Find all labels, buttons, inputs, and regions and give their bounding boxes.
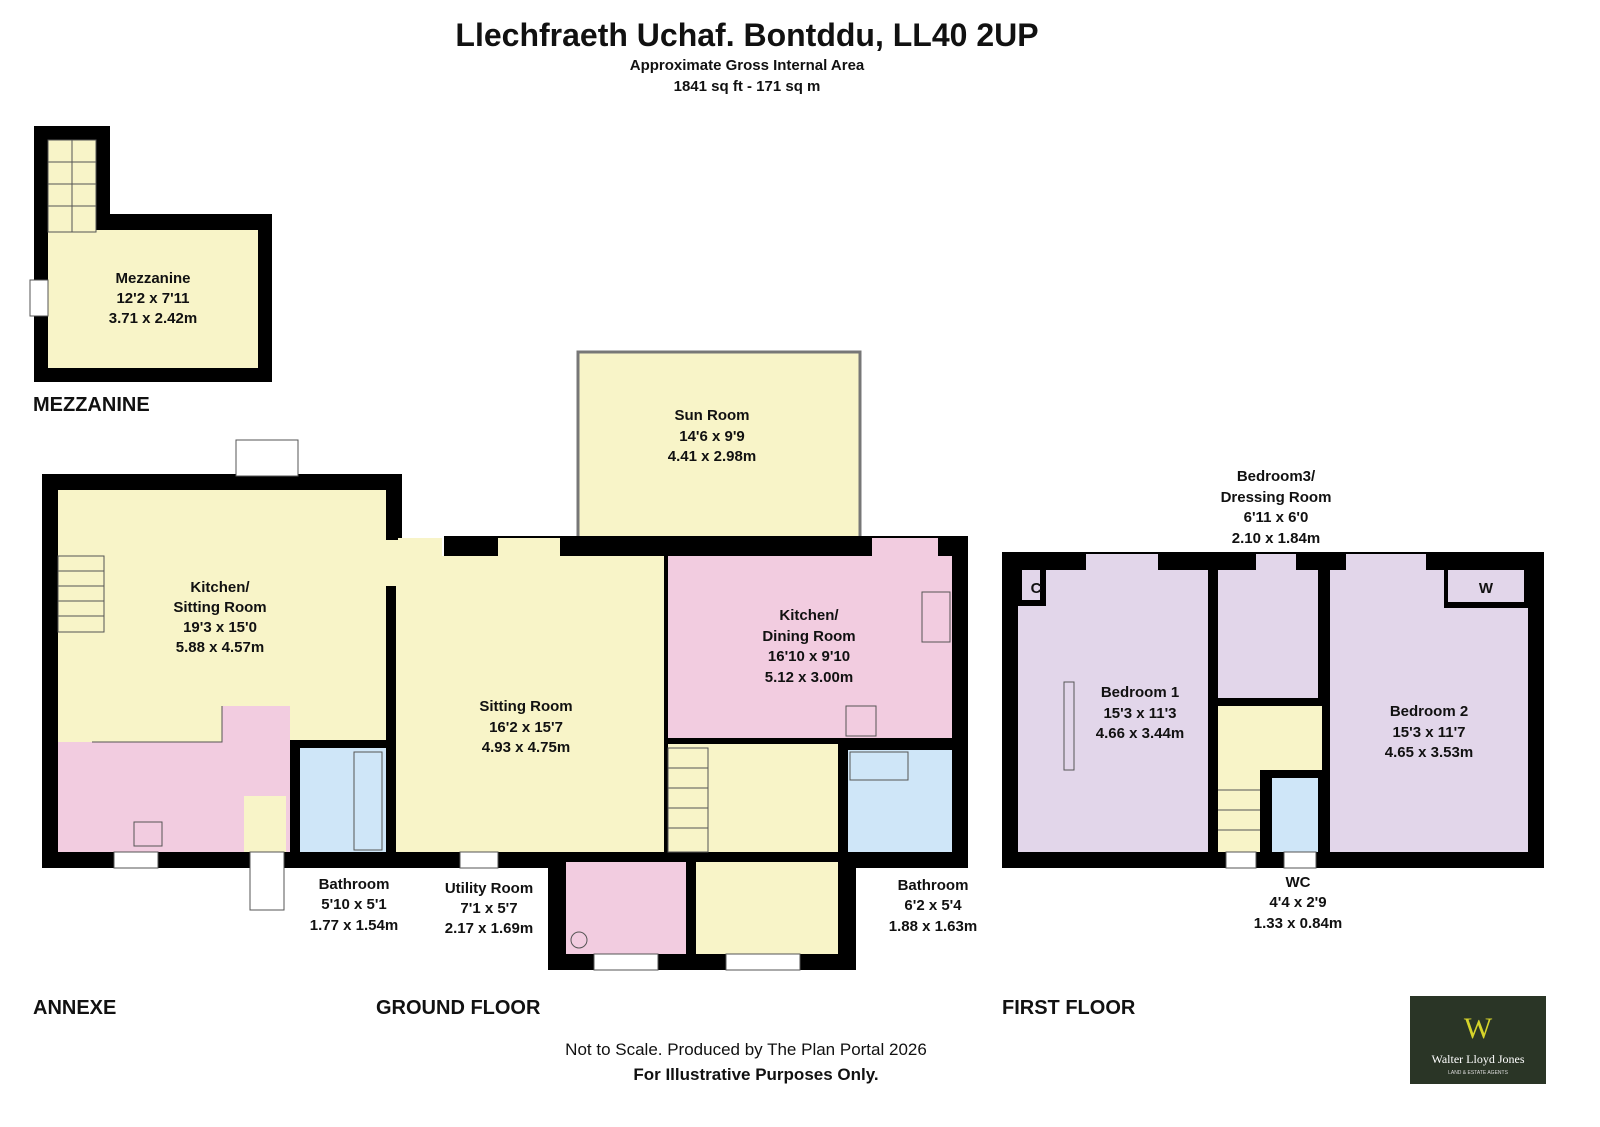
sun-room-metric: 4.41 x 2.98m [668,448,756,465]
hob-icon [845,705,877,737]
bedroom1-metric: 4.66 x 3.44m [1096,725,1184,742]
bedroom3-imperial: 6'11 x 6'0 [1244,509,1309,526]
bath-icon [353,751,383,851]
plan-title: Llechfraeth Uchaf. Bontddu, LL40 2UP [455,17,1038,53]
utility-metric: 2.17 x 1.69m [445,920,533,937]
bath-icon [849,751,909,781]
mezzanine-plan [29,126,272,382]
utility-name: Utility Room [445,880,533,897]
boiler-icon [570,931,588,949]
ground-bathroom-imperial: 6'2 x 5'4 [904,897,962,914]
wc-imperial: 4'4 x 2'9 [1269,894,1326,911]
cupboard-label: C [1031,580,1042,597]
floor-label-first: FIRST FLOOR [1002,997,1136,1019]
floor-label-annexe: ANNEXE [33,997,116,1019]
mezzanine-name: Mezzanine [115,270,190,287]
logo-name: Walter Lloyd Jones [1431,1052,1524,1066]
bedroom3-name-1: Bedroom3/ [1237,468,1316,485]
sitting-room-imperial: 16'2 x 15'7 [489,719,563,736]
annexe-door [249,851,285,911]
ground-floor-plan [386,350,968,971]
wc-metric: 1.33 x 0.84m [1254,915,1342,932]
wardrobe-label: W [1479,580,1494,597]
bedroom3-metric: 2.10 x 1.84m [1232,530,1320,547]
footer-scale-note: Not to Scale. Produced by The Plan Porta… [565,1040,927,1059]
ground-bathroom-name: Bathroom [898,877,969,894]
bedroom2-imperial: 15'3 x 11'7 [1392,724,1465,741]
bedroom2-metric: 4.65 x 3.53m [1385,744,1473,761]
annexe-kitchen-name-2: Sitting Room [173,599,266,616]
bedroom3-name-2: Dressing Room [1221,489,1332,506]
utility-imperial: 7'1 x 5'7 [460,900,517,917]
first-floor-plan [1002,552,1544,869]
agent-logo: W Walter Lloyd Jones LAND & ESTATE AGENT… [1410,996,1546,1084]
floor-label-ground: GROUND FLOOR [376,997,541,1019]
plan-subtitle: Approximate Gross Internal Area [630,57,865,74]
annexe-kitchen-imperial: 19'3 x 15'0 [183,619,257,636]
kitchen-dining-name-2: Dining Room [762,628,855,645]
first-stairs [1218,789,1260,831]
ground-bathroom-metric: 1.88 x 1.63m [889,918,977,935]
logo-tagline: LAND & ESTATE AGENTS [1448,1070,1508,1076]
floor-label-mezzanine: MEZZANINE [33,394,150,416]
sink-icon [921,591,951,643]
mezzanine-imperial: 12'2 x 7'11 [116,290,189,307]
plan-area: 1841 sq ft - 171 sq m [674,78,821,95]
bedroom1-name: Bedroom 1 [1101,684,1179,701]
sun-room-imperial: 14'6 x 9'9 [679,428,745,445]
annexe-bathroom-name: Bathroom [319,876,390,893]
french-doors [235,439,299,477]
annexe-stairs [57,555,105,633]
window [29,279,49,317]
logo-monogram: W [1464,1012,1493,1045]
sitting-room-name: Sitting Room [479,698,572,715]
ground-stairs [667,747,709,853]
mezzanine-metric: 3.71 x 2.42m [109,310,197,327]
kitchen-dining-metric: 5.12 x 3.00m [765,669,853,686]
sun-room-name: Sun Room [675,407,750,424]
wc-name: WC [1286,874,1311,891]
annexe-bathroom-metric: 1.77 x 1.54m [310,917,398,934]
annexe-bathroom-imperial: 5'10 x 5'1 [321,896,387,913]
sitting-room-metric: 4.93 x 4.75m [482,739,570,756]
footer-illustrative-note: For Illustrative Purposes Only. [633,1065,878,1084]
annexe-plan [42,439,402,911]
annexe-kitchen-name-1: Kitchen/ [190,579,250,596]
annexe-kitchen-metric: 5.88 x 4.57m [176,639,264,656]
kitchen-dining-name-1: Kitchen/ [779,607,839,624]
bedroom2-name: Bedroom 2 [1390,703,1468,720]
sink-icon [133,821,163,847]
bedroom1-imperial: 15'3 x 11'3 [1103,705,1176,722]
kitchen-dining-imperial: 16'10 x 9'10 [768,648,850,665]
mezzanine-stairs [47,139,97,233]
